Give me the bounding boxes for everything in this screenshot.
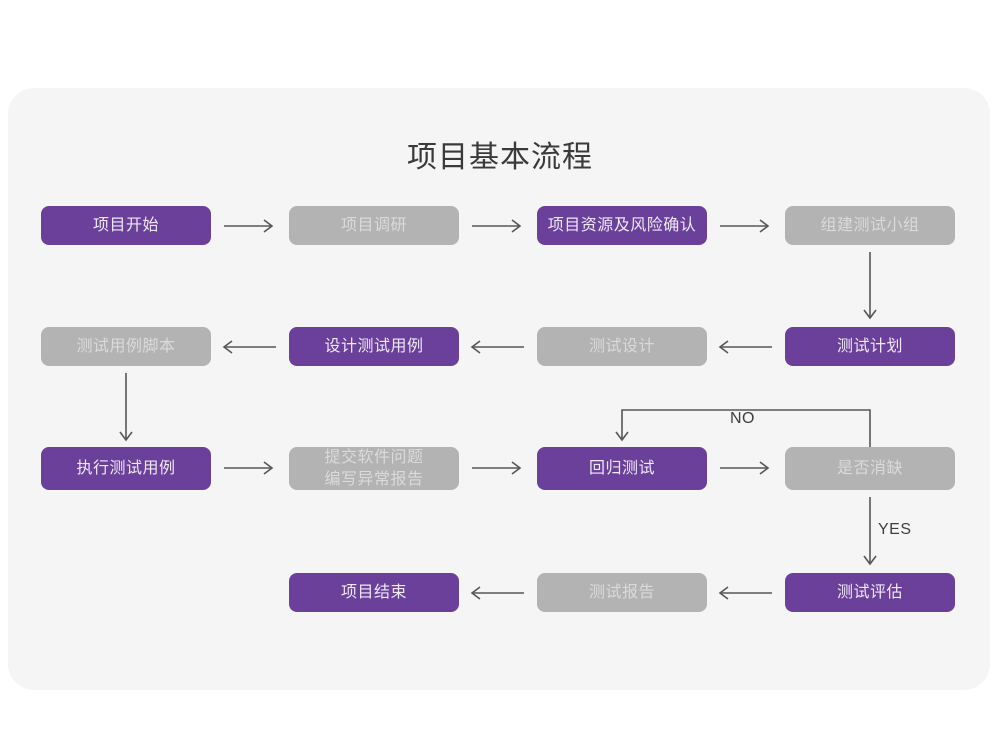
- node-regression-test[interactable]: 回归测试: [537, 447, 707, 490]
- edge-n1-n2: [224, 219, 274, 233]
- edge-n3-n4: [720, 219, 770, 233]
- node-design-test-case[interactable]: 设计测试用例: [289, 327, 459, 366]
- page-title: 项目基本流程: [407, 141, 593, 174]
- node-test-evaluation[interactable]: 测试评估: [785, 573, 955, 612]
- edge-label-yes: YES: [878, 521, 912, 538]
- edge-n8-n7: [718, 340, 772, 354]
- edge-n6-n5: [222, 340, 276, 354]
- node-test-case-script[interactable]: 测试用例脚本: [41, 327, 211, 366]
- edge-n14-n13: [470, 586, 524, 600]
- node-project-start[interactable]: 项目开始: [41, 206, 211, 245]
- edge-n12-n11-no: [615, 409, 871, 447]
- edge-label-no: NO: [730, 410, 755, 427]
- edge-n9-n10: [224, 461, 274, 475]
- edge-n7-n6: [470, 340, 524, 354]
- edge-n2-n3: [472, 219, 522, 233]
- node-defect-cleared[interactable]: 是否消缺: [785, 447, 955, 490]
- node-test-report[interactable]: 测试报告: [537, 573, 707, 612]
- node-form-test-team[interactable]: 组建测试小组: [785, 206, 955, 245]
- node-test-plan[interactable]: 测试计划: [785, 327, 955, 366]
- node-project-end[interactable]: 项目结束: [289, 573, 459, 612]
- edge-n15-n14: [718, 586, 772, 600]
- edge-n4-n8: [863, 252, 877, 320]
- node-resource-risk-confirm[interactable]: 项目资源及风险确认: [537, 206, 707, 245]
- edge-n12-n15-yes: [863, 497, 877, 566]
- edge-n10-n11: [472, 461, 522, 475]
- edge-n5-n9: [119, 373, 133, 442]
- edge-n11-n12: [720, 461, 770, 475]
- node-test-design[interactable]: 测试设计: [537, 327, 707, 366]
- node-execute-test-case[interactable]: 执行测试用例: [41, 447, 211, 490]
- node-submit-issue-report[interactable]: 提交软件问题编写异常报告: [289, 447, 459, 490]
- node-project-research[interactable]: 项目调研: [289, 206, 459, 245]
